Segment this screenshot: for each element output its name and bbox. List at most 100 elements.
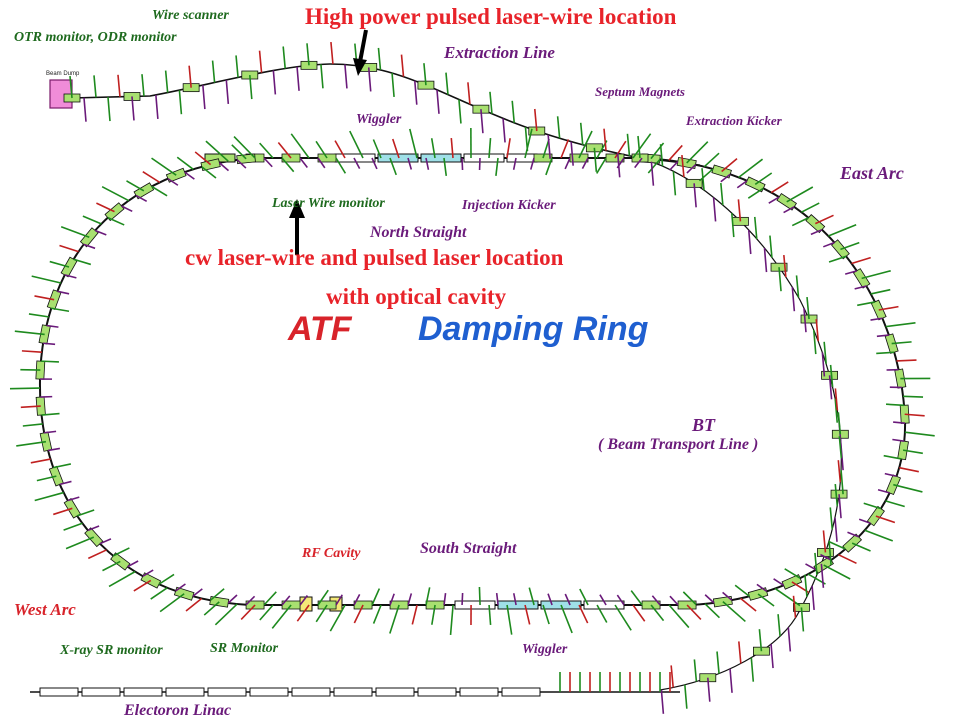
component-tick <box>828 375 833 400</box>
component-tick <box>616 153 621 178</box>
xray-sr-monitor-label: X-ray SR monitor <box>60 643 163 658</box>
component-tick <box>875 515 896 524</box>
component-tick <box>495 157 499 176</box>
bt-full-label: ( Beam Transport Line ) <box>598 436 759 453</box>
component-tick <box>205 140 229 162</box>
component-tick <box>214 603 238 626</box>
component-tick <box>864 529 894 542</box>
component-tick <box>41 412 60 416</box>
component-tick <box>69 75 73 99</box>
component-tick <box>296 66 300 91</box>
component-tick <box>564 157 571 170</box>
component-tick <box>391 138 400 159</box>
component-tick <box>235 55 239 78</box>
component-tick <box>560 604 573 634</box>
component-tick <box>127 560 139 568</box>
component-tick <box>730 212 735 238</box>
component-tick <box>57 290 70 295</box>
component-tick <box>840 470 844 495</box>
component-tick <box>851 256 871 265</box>
component-tick <box>837 460 842 483</box>
component-tick <box>344 64 348 89</box>
component-tick <box>787 627 792 652</box>
component-tick <box>425 157 430 170</box>
component-tick <box>863 502 882 510</box>
component-tick <box>637 135 641 159</box>
component-tick <box>722 591 733 601</box>
cw-laser-annotation-line1: cw laser-wire and pulsed laser location <box>185 245 564 270</box>
component-tick <box>756 583 768 593</box>
component-tick <box>112 547 130 557</box>
component-tick <box>614 604 632 631</box>
component-tick <box>876 351 895 355</box>
component-tick <box>877 488 890 494</box>
component-tick <box>777 614 781 637</box>
east-arc-label: East Arc <box>840 163 904 183</box>
component-tick <box>353 157 361 169</box>
component-tick <box>770 643 774 669</box>
component-tick <box>121 205 133 213</box>
component-tick <box>30 458 51 464</box>
component-tick <box>758 629 763 652</box>
component-tick <box>820 563 825 588</box>
component-tick <box>117 74 121 97</box>
component-tick <box>436 89 440 114</box>
component-tick <box>834 483 839 507</box>
component-tick <box>135 194 148 203</box>
rf-cavity-label: RF Cavity <box>302 546 361 561</box>
component-tick <box>560 139 570 159</box>
component-tick <box>650 161 655 186</box>
component-tick <box>277 141 292 159</box>
component-tick <box>896 359 917 362</box>
component-tick <box>271 604 292 629</box>
component-tick <box>578 130 593 159</box>
component-tick <box>334 140 346 159</box>
component-tick <box>581 157 589 170</box>
component-tick <box>400 54 405 77</box>
component-tick <box>389 157 397 176</box>
component-tick <box>876 334 889 338</box>
component-tick <box>83 243 96 250</box>
component-tick <box>281 157 295 173</box>
component-tick <box>151 185 168 197</box>
component-tick <box>570 141 574 166</box>
component-tick <box>720 182 724 206</box>
component-tick <box>614 140 627 159</box>
component-tick <box>353 594 361 606</box>
component-tick <box>131 96 135 121</box>
bt-label: BT <box>692 415 716 435</box>
south-straight-label: South Straight <box>420 540 517 557</box>
component-tick <box>231 144 247 160</box>
component-tick <box>64 274 77 279</box>
component-tick <box>445 72 449 95</box>
component-tick <box>423 63 427 86</box>
component-tick <box>634 157 643 169</box>
component-tick <box>564 593 571 606</box>
component-tick <box>236 159 247 169</box>
component-tick <box>317 589 329 606</box>
component-tick <box>847 531 859 538</box>
component-tick <box>248 74 253 100</box>
component-tick <box>259 142 274 159</box>
component-tick <box>158 573 175 585</box>
wiggler-north-label: Wiggler <box>356 112 402 127</box>
component-tick <box>458 99 462 124</box>
component-tick <box>63 522 83 531</box>
component-tick <box>107 216 125 226</box>
component-tick <box>878 305 899 311</box>
component-tick <box>885 500 905 508</box>
component-tick <box>844 270 857 275</box>
component-tick <box>320 64 324 89</box>
component-tick <box>203 601 220 616</box>
extraction-beamline <box>71 63 641 159</box>
component-tick <box>36 475 57 482</box>
component-tick <box>626 133 631 156</box>
component-tick <box>16 440 47 447</box>
component-tick <box>233 135 256 159</box>
component-tick <box>263 157 273 168</box>
component-tick <box>335 157 347 174</box>
component-tick <box>616 594 625 606</box>
component-tick <box>693 659 698 682</box>
component-tick <box>858 518 871 525</box>
component-tick <box>754 172 773 186</box>
